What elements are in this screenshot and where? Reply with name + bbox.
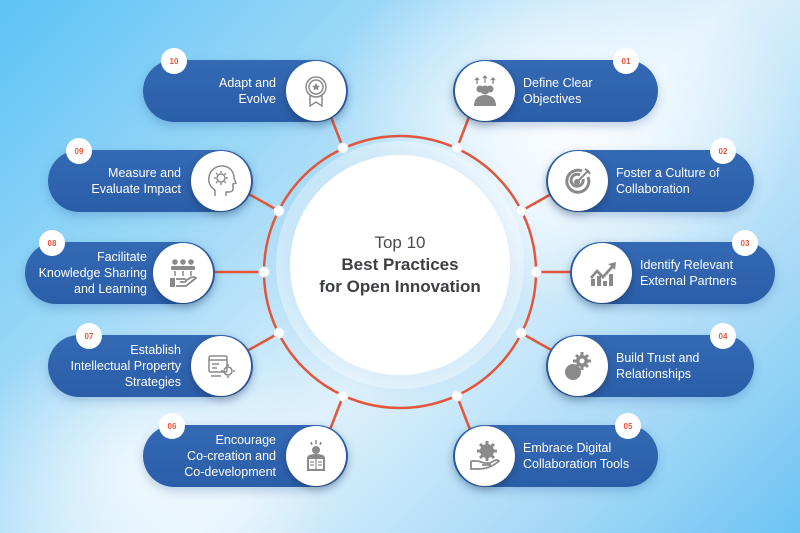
practice-05-line2: Collaboration Tools [523, 457, 630, 471]
icon-circle [153, 243, 213, 303]
icon-circle [548, 336, 608, 396]
practice-08: Facilitate Knowledge Sharing and Learnin… [25, 230, 215, 304]
center-title-line1: Top 10 [374, 233, 426, 252]
practice-02-line2: Collaboration [616, 182, 690, 196]
practice-09-line1: Measure and [108, 166, 181, 180]
badge-04: 04 [710, 323, 736, 349]
badge-01: 01 [613, 48, 639, 74]
practice-04: Build Trust and Relationships 04 [546, 323, 754, 397]
practice-03-line2: External Partners [640, 274, 737, 288]
practice-10-line2: Evolve [238, 92, 276, 106]
practice-07-line3: Strategies [124, 375, 181, 389]
practice-05: Embrace Digital Collaboration Tools 05 [453, 413, 658, 487]
practice-08-line2: Knowledge Sharing [38, 266, 147, 280]
center-title: Top 10 Best Practices for Open Innovatio… [290, 155, 510, 375]
badge-07: 07 [76, 323, 102, 349]
practice-09-line2: Evaluate Impact [91, 182, 181, 196]
practice-06-line3: Co-development [184, 465, 276, 479]
practice-10-line1: Adapt and [219, 76, 276, 90]
icon-circle [455, 426, 515, 486]
practice-01-line1: Define Clear [523, 76, 593, 90]
practice-02-line1: Foster a Culture of [616, 166, 720, 180]
practice-06-line2: Co-creation and [187, 449, 276, 463]
practice-07: Establish Intellectual Property Strategi… [48, 323, 253, 397]
practice-07-line2: Intellectual Property [70, 359, 181, 373]
gear-ball-icon [565, 352, 591, 380]
icon-circle [286, 426, 346, 486]
growth-chart-icon [590, 262, 616, 286]
icon-circle [191, 336, 251, 396]
practice-09: Measure and Evaluate Impact 09 [48, 138, 253, 212]
head-gear-icon [208, 165, 237, 196]
badge-10: 10 [161, 48, 187, 74]
badge-05: 05 [615, 413, 641, 439]
badge-02: 02 [710, 138, 736, 164]
team-goals-icon [474, 75, 496, 106]
target-icon [565, 168, 591, 194]
practice-03: Identify Relevant External Partners 03 [570, 230, 775, 304]
badge-03: 03 [732, 230, 758, 256]
practice-01: Define Clear Objectives 01 [453, 48, 658, 122]
icon-circle [191, 151, 251, 211]
badge-06: 06 [159, 413, 185, 439]
practice-06: Encourage Co-creation and Co-development… [143, 413, 348, 487]
badge-09: 09 [66, 138, 92, 164]
practice-06-line1: Encourage [215, 433, 276, 447]
award-ribbon-icon [305, 76, 327, 108]
badge-08: 08 [39, 230, 65, 256]
hand-gear-icon [470, 441, 501, 470]
icon-circle [548, 151, 608, 211]
people-hand-icon [170, 259, 198, 287]
icon-circle [572, 243, 632, 303]
center-title-line3: for Open Innovation [319, 277, 481, 296]
practice-08-line3: and Learning [74, 282, 147, 296]
practice-07-line1: Establish [130, 343, 181, 357]
practice-01-line2: Objectives [523, 92, 582, 106]
practice-03-line1: Identify Relevant [640, 258, 734, 272]
practice-05-line1: Embrace Digital [523, 441, 612, 455]
browser-gear-icon [208, 355, 235, 378]
practice-04-line2: Relationships [616, 367, 692, 381]
reader-book-icon [307, 440, 325, 471]
practice-04-line1: Build Trust and [616, 351, 700, 365]
icon-circle [286, 61, 346, 121]
icon-circle [455, 61, 515, 121]
practice-02: Foster a Culture of Collaboration 02 [546, 138, 754, 212]
practice-08-line1: Facilitate [96, 250, 147, 264]
practice-10: Adapt and Evolve 10 [143, 48, 348, 122]
center-title-line2: Best Practices [341, 255, 459, 274]
